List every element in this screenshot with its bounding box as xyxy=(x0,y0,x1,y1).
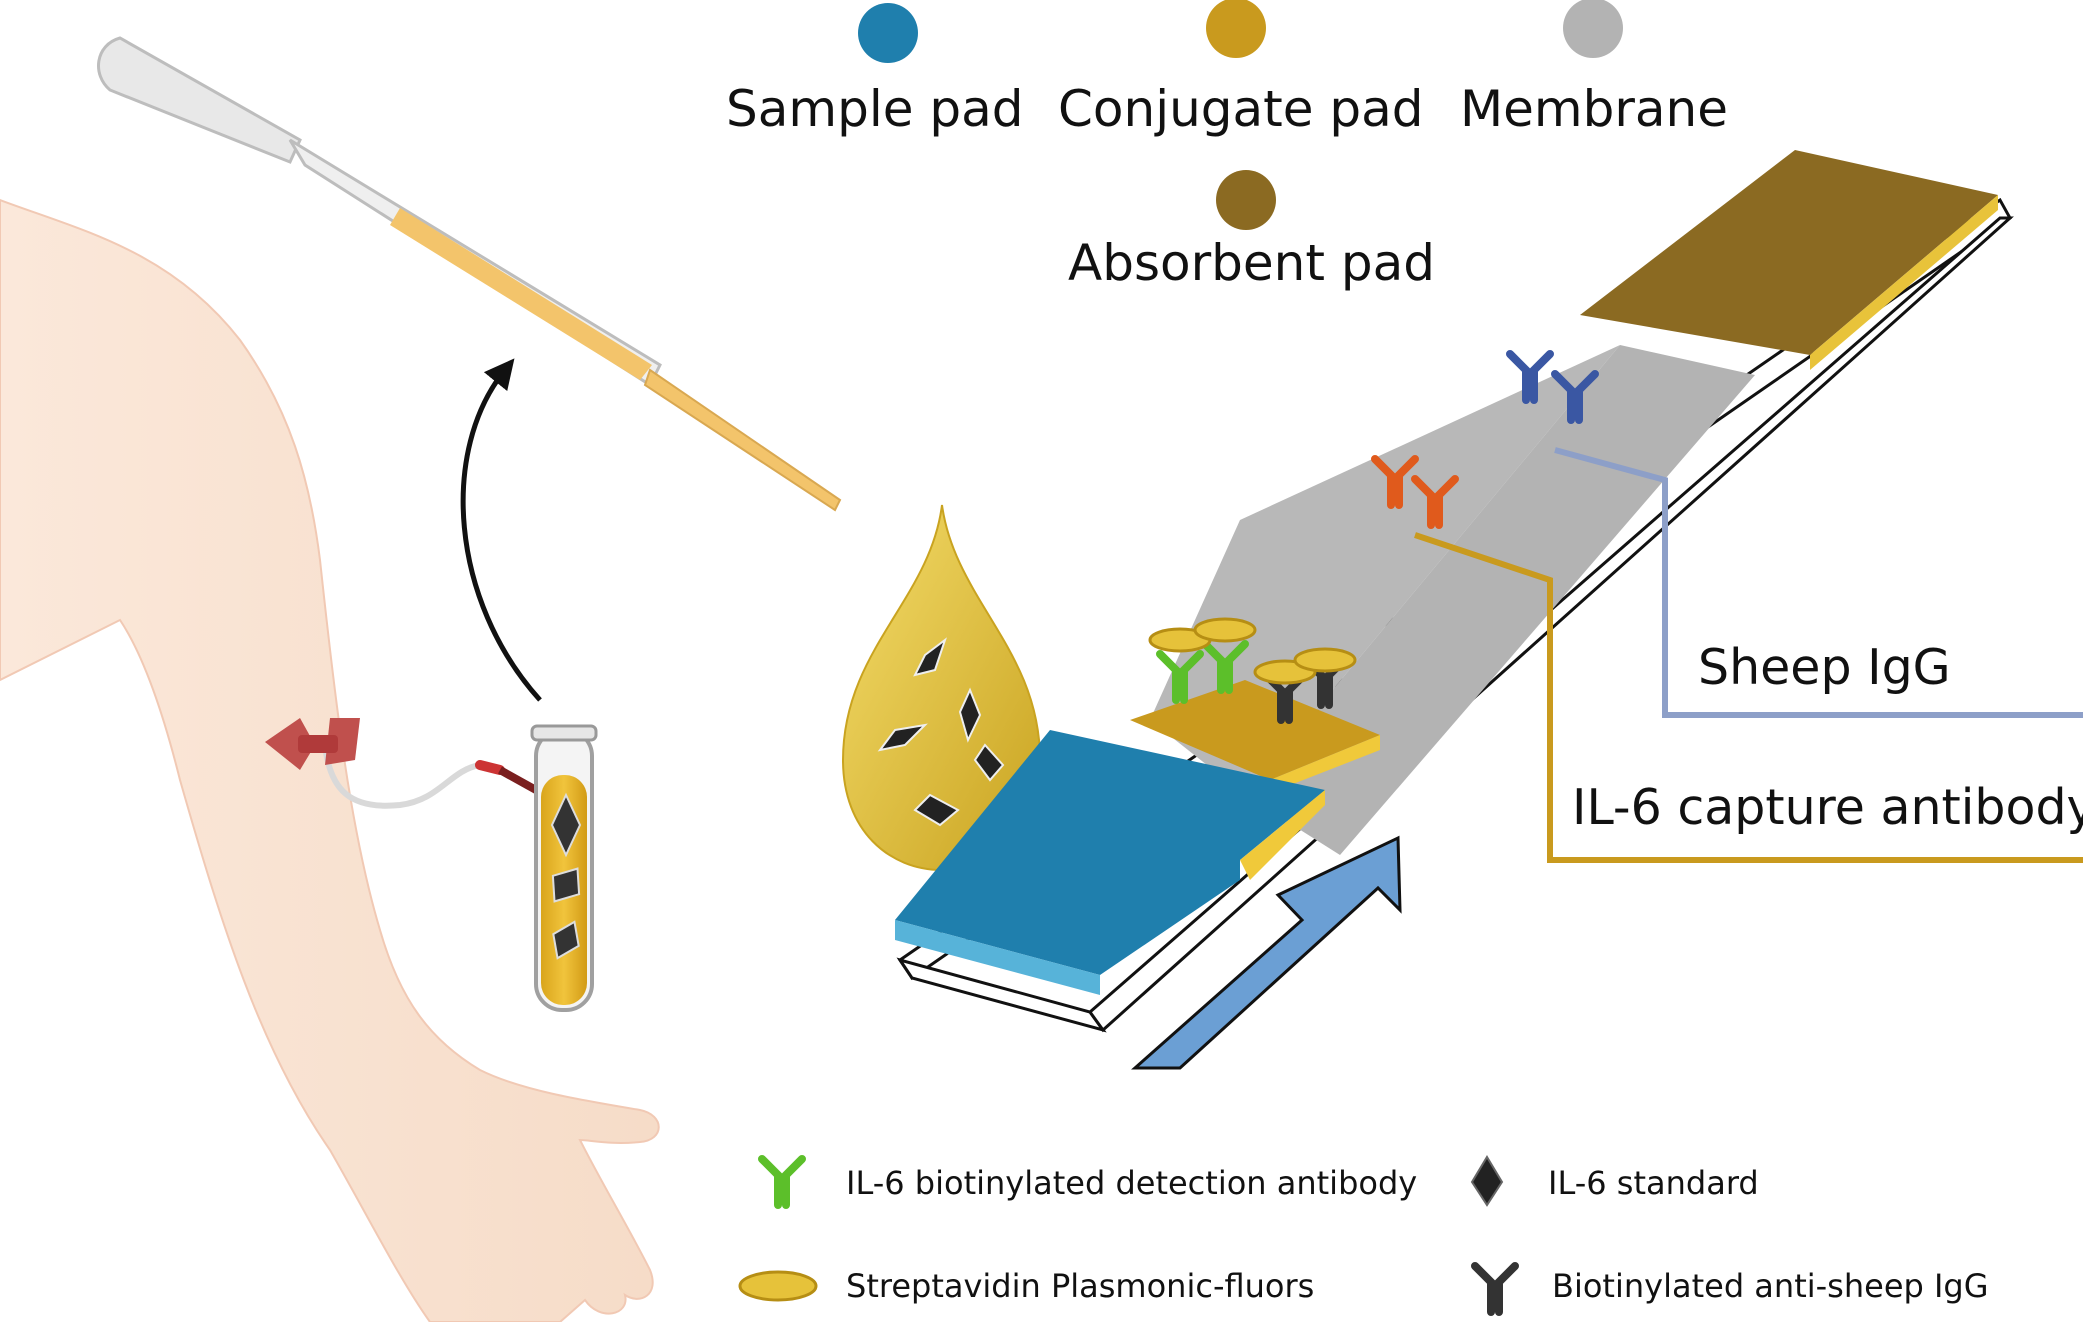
membrane-swatch xyxy=(1563,0,1623,58)
conjugate-pad-label: Conjugate pad xyxy=(1058,80,1424,138)
detection-antibody-label: IL-6 biotinylated detection antibody xyxy=(846,1164,1418,1202)
detection-complexes xyxy=(1148,617,1357,720)
black-antibody-icon xyxy=(1475,1266,1515,1312)
green-antibody-icon xyxy=(762,1159,802,1205)
conjugate-pad xyxy=(1130,680,1380,780)
absorbent-pad-swatch xyxy=(1216,170,1276,230)
anti-sheep-label: Biotinylated anti-sheep IgG xyxy=(1552,1267,1989,1305)
streptavidin-label: Streptavidin Plasmonic-fluors xyxy=(846,1267,1315,1305)
sheep-igg-callout-line xyxy=(1554,447,2083,718)
blood-test-tube xyxy=(530,724,598,1012)
il6-capture-callout-line xyxy=(1414,532,2083,863)
sample-droplet xyxy=(841,504,1042,872)
membrane-label: Membrane xyxy=(1460,80,1728,138)
sample-pad-label: Sample pad xyxy=(726,80,1024,138)
transfer-arrow xyxy=(460,358,542,702)
lateral-flow-strip xyxy=(895,150,2014,1033)
il6-capture-label: IL-6 capture antibody xyxy=(1572,779,2083,836)
conjugate-pad-swatch xyxy=(1206,0,1266,58)
flow-direction-arrow xyxy=(1131,835,1402,1070)
absorbent-pad-label: Absorbent pad xyxy=(1068,234,1435,292)
pipette-icon xyxy=(97,36,842,512)
sheep-igg-label: Sheep IgG xyxy=(1698,639,1951,696)
diamond-icon xyxy=(1470,1155,1504,1207)
sample-pad xyxy=(895,730,1325,975)
plasmonic-fluor-icon xyxy=(738,1270,818,1302)
absorbent-pad xyxy=(1580,150,1998,355)
il6-standard-label: IL-6 standard xyxy=(1548,1164,1759,1202)
sample-pad-swatch xyxy=(858,3,918,63)
